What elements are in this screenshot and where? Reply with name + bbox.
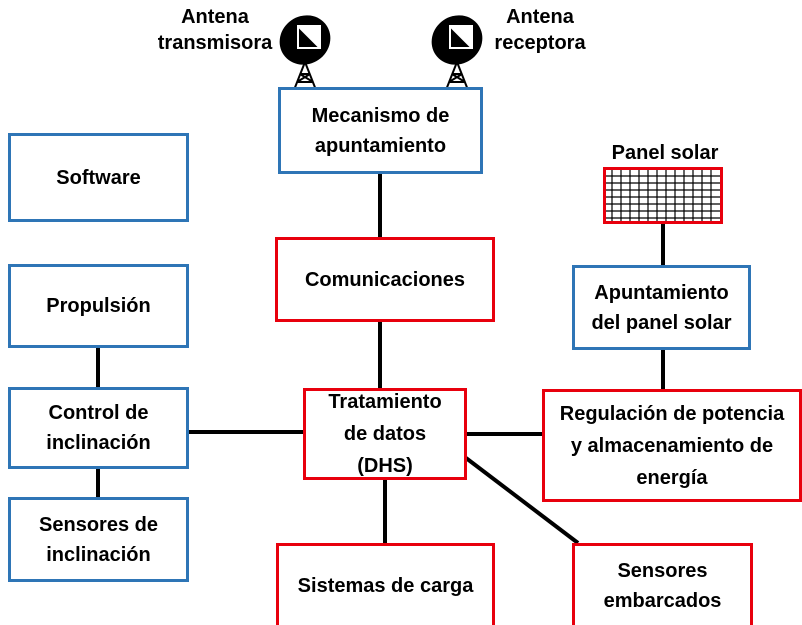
tilt-control-block: Control de inclinación — [8, 387, 189, 469]
software-block: Software — [8, 133, 189, 222]
satellite-dish-icon — [279, 15, 331, 91]
power-regulation-storage-block: Regulación de potencia y almacenamiento … — [542, 389, 802, 502]
transmit-antenna-label: Antena transmisora — [157, 6, 273, 54]
tilt-sensors-block: Sensores de inclinación — [8, 497, 189, 582]
communications-block: Comunicaciones — [275, 237, 495, 322]
data-handling-dhs-block: Tratamiento de datos (DHS) — [303, 388, 467, 480]
solar-panel-pointing-block: Apuntamiento del panel solar — [572, 265, 751, 350]
payload-systems-block: Sistemas de carga — [276, 543, 495, 625]
propulsion-block: Propulsión — [8, 264, 189, 348]
satellite-dish-icon — [431, 15, 483, 91]
connector-dhs-onboard-sensors — [464, 456, 580, 545]
solar-panel-grid-icon — [603, 167, 723, 224]
solar-panel-label: Panel solar — [611, 142, 719, 164]
pointing-mechanism-block: Mecanismo de apuntamiento — [278, 87, 483, 174]
onboard-sensors-block: Sensores embarcados — [572, 543, 753, 625]
receive-antenna-label: Antena receptora — [494, 6, 586, 54]
